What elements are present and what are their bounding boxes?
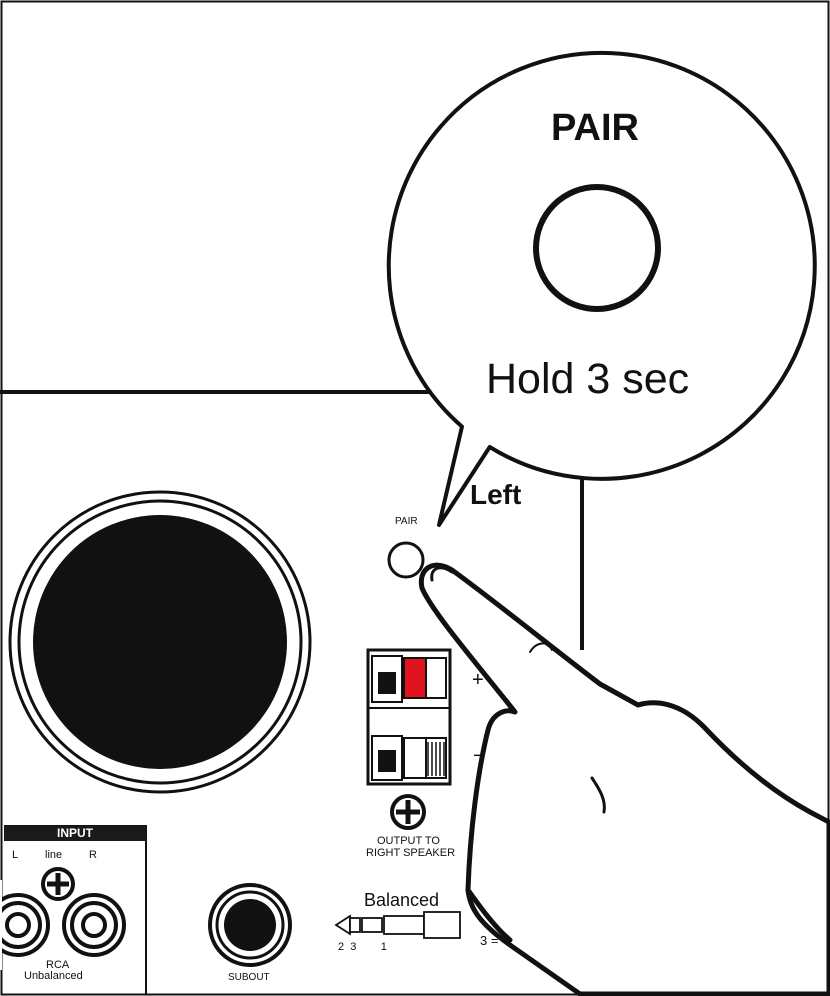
pair-button-enlarged xyxy=(533,184,661,312)
rca-left-jack xyxy=(0,893,50,957)
callout-instruction: Hold 3 sec xyxy=(486,355,690,403)
input-line-label: line xyxy=(45,849,63,861)
input-left-label: L xyxy=(12,849,19,861)
side-label: Left xyxy=(470,479,522,510)
pair-button xyxy=(387,541,425,579)
callout-title: PAIR xyxy=(551,107,639,149)
input-section-title: INPUT xyxy=(4,826,146,841)
trs-plug-icon xyxy=(334,911,461,939)
rca-right-jack xyxy=(62,893,126,957)
subout-jack xyxy=(208,883,292,967)
negative-sign: − xyxy=(473,745,485,767)
speaker-terminal-block xyxy=(366,648,452,830)
pair-button-label: PAIR xyxy=(395,516,418,527)
pointing-hand xyxy=(418,562,830,996)
speaker-output-label-line1: OUTPUT TO xyxy=(377,835,440,847)
balanced-pin-labels: 2 3 1 xyxy=(338,941,387,953)
input-right-label: R xyxy=(89,849,97,861)
subout-label: SUBOUT xyxy=(228,972,270,983)
balanced-label: Balanced xyxy=(364,890,440,910)
input-section xyxy=(0,825,147,994)
positive-sign: + xyxy=(472,669,484,691)
rca-label: RCA xyxy=(46,959,70,971)
woofer xyxy=(8,490,312,794)
unbalanced-label: Unbalanced xyxy=(24,970,83,982)
speaker-output-label-line2: RIGHT SPEAKER xyxy=(366,847,456,859)
balanced-pin-right: 3 = xyxy=(480,933,499,948)
